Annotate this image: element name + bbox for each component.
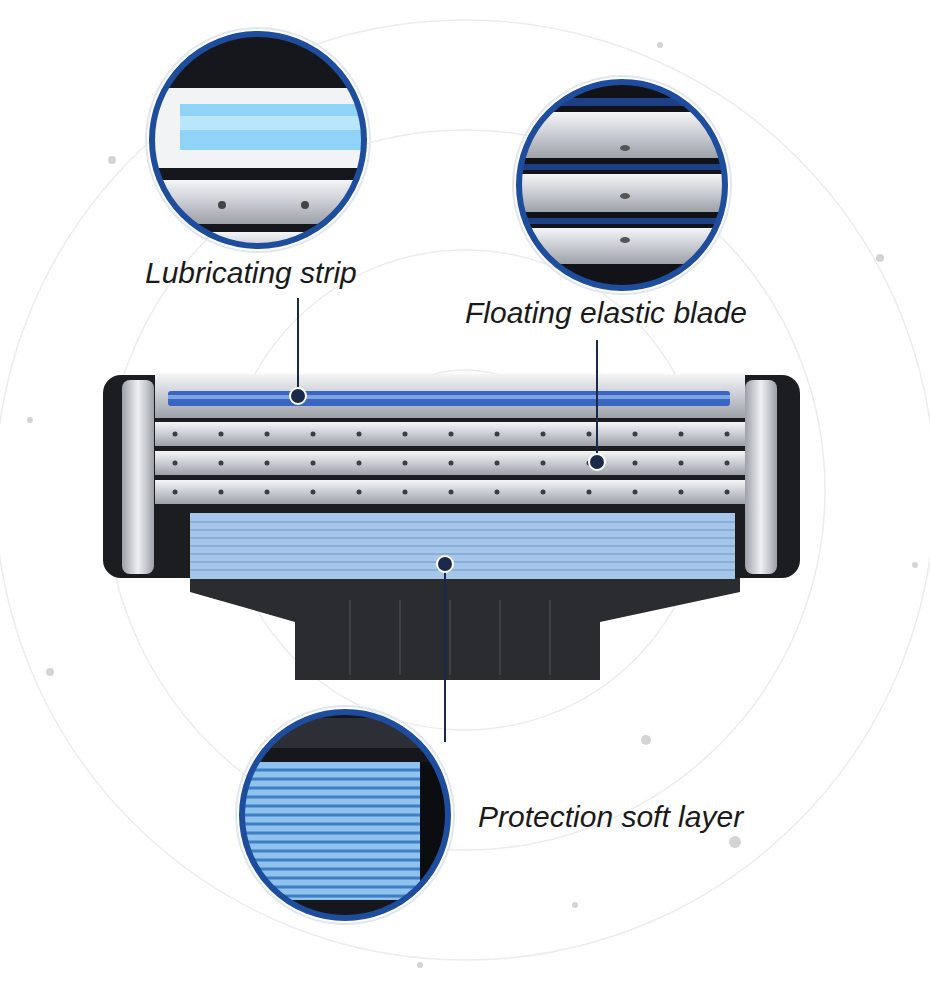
leader-lines: [298, 298, 597, 742]
zoom-blades: [510, 75, 740, 295]
part-label: Protection soft layer: [478, 800, 743, 833]
leader-dots: [290, 388, 605, 572]
cartridge: [103, 374, 800, 680]
zoom-lubricating: [140, 20, 380, 262]
zoom-protection: [235, 705, 455, 925]
part-label: Floating elastic blade: [465, 296, 747, 329]
part-label: Lubricating strip: [145, 256, 357, 289]
background-rings: [0, 20, 930, 960]
